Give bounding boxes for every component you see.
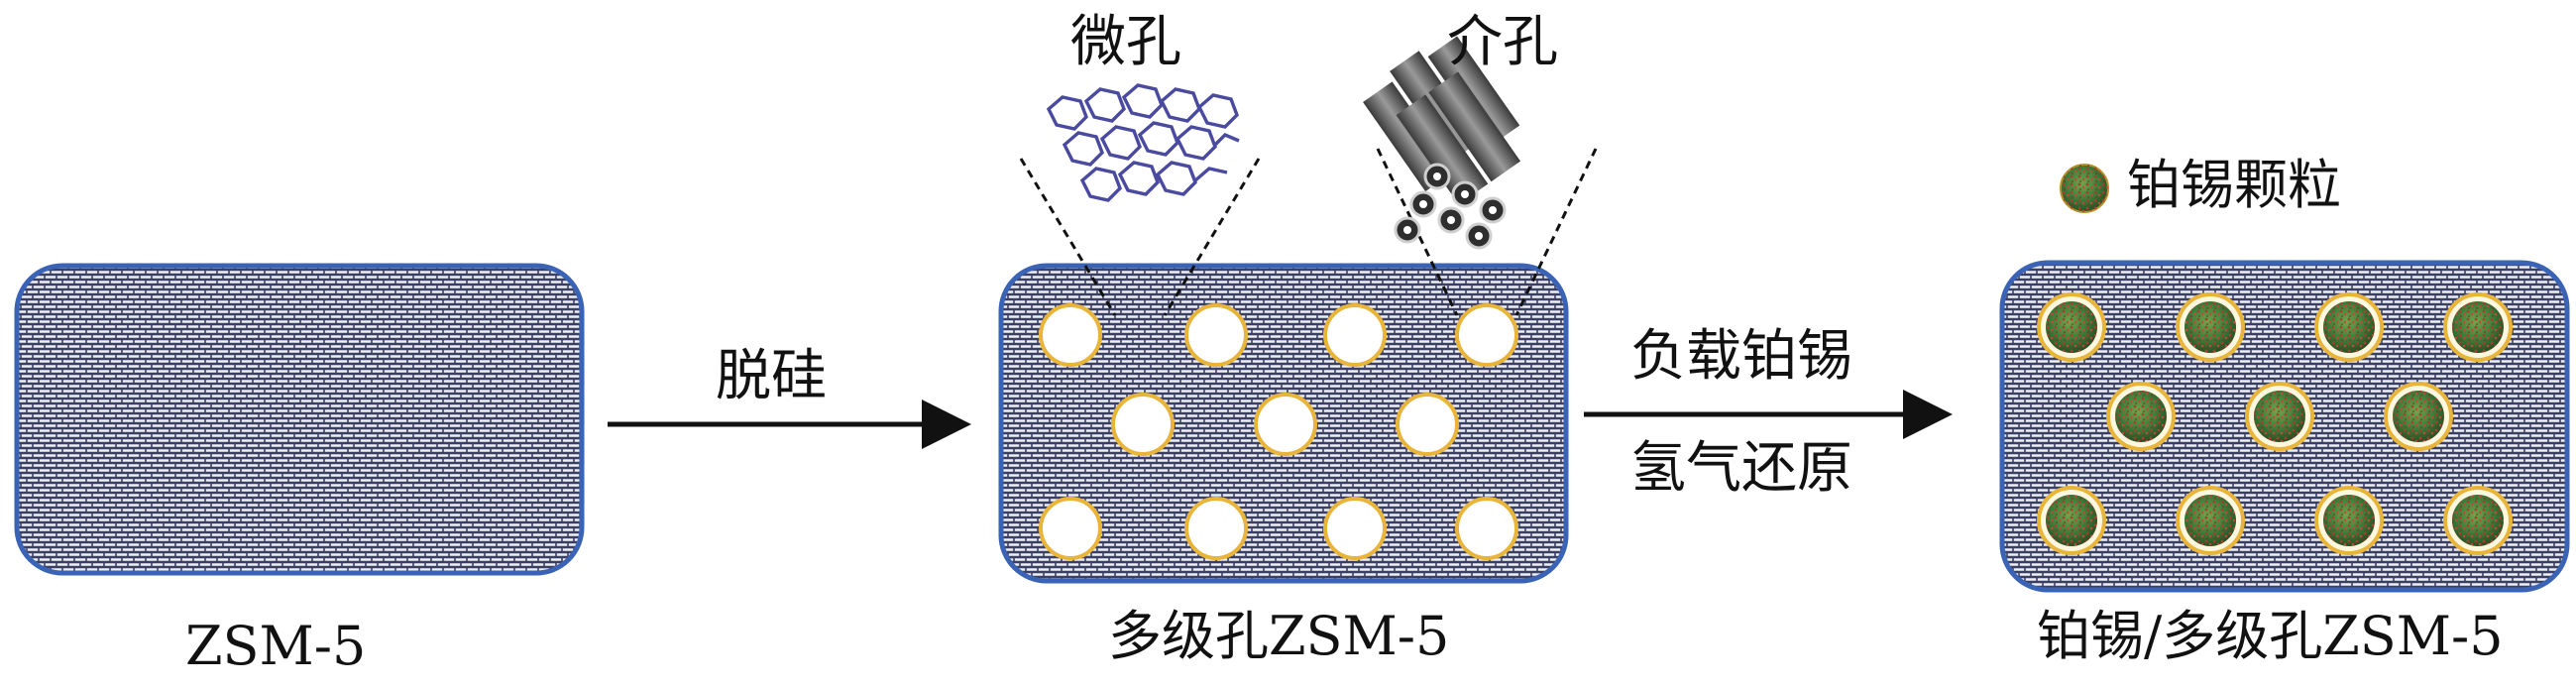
micropore-structure-icon	[1046, 83, 1240, 202]
mesopore-tubes-icon	[1363, 36, 1521, 250]
label-h2-reduction: 氢气还原	[1630, 436, 1852, 501]
ptsn-particle-legend-icon	[2060, 164, 2109, 213]
ptsn-loaded-pores	[2037, 292, 2513, 555]
zsm5-crystal	[14, 263, 585, 576]
label-load-ptsn: 负载铂锡	[1630, 324, 1852, 389]
label-hierarchical-zsm5: 多级孔ZSM-5	[1108, 605, 1450, 667]
mesopore-holes	[1039, 303, 1518, 560]
label-mesopore: 介孔	[1447, 10, 1558, 74]
label-desilication: 脱硅	[716, 344, 827, 408]
label-ptsn-hierarchical-zsm5: 铂锡/多级孔ZSM-5	[2037, 605, 2504, 667]
label-micropore: 微孔	[1070, 10, 1181, 74]
label-zsm5: ZSM-5	[185, 615, 367, 677]
zoom-lines	[1019, 148, 1598, 316]
label-ptsn-particle: 铂锡颗粒	[2127, 154, 2341, 216]
